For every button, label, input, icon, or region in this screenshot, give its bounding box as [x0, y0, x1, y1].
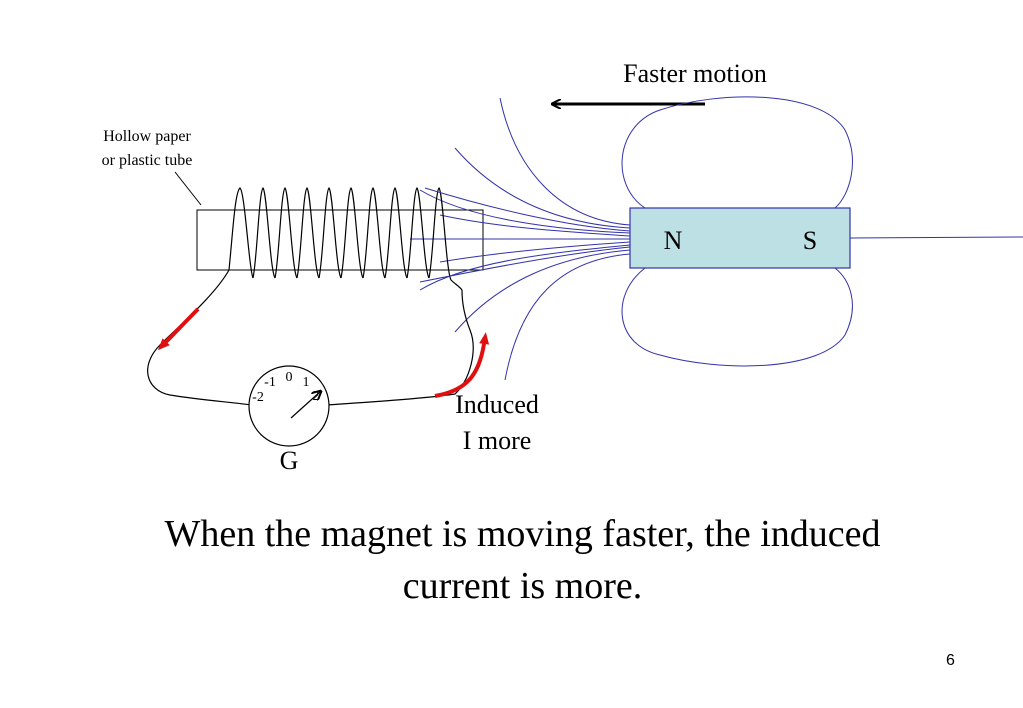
- magnet-south-label: S: [803, 226, 817, 255]
- circuit-wire: [147, 269, 474, 406]
- motion-label: Faster motion: [623, 59, 767, 88]
- field-lines-magnet: [621, 96, 1023, 367]
- bar-magnet: [629, 207, 851, 269]
- field-lines-front: [419, 187, 631, 283]
- galvanometer-dial: [248, 365, 330, 447]
- tube-label-line2: or plastic tube: [102, 152, 193, 169]
- scale-mark-neg1: -1: [264, 375, 276, 390]
- tube-pointer-line: [174, 171, 202, 206]
- current-arrow-left: [157, 307, 200, 351]
- magnet-north-label: N: [664, 226, 683, 255]
- galvanometer-needle: [290, 391, 321, 419]
- scale-mark-0: 0: [286, 370, 293, 385]
- field-lines-left: [410, 97, 631, 381]
- slide-caption: When the magnet is moving faster, the in…: [60, 508, 985, 612]
- scale-mark-1: 1: [303, 375, 310, 390]
- induced-label-line1: Induced: [455, 390, 539, 419]
- galvanometer: -2 -1 0 1 2 G: [248, 365, 330, 475]
- scale-mark-neg2: -2: [252, 390, 264, 405]
- tube-label-line1: Hollow paper: [103, 128, 191, 145]
- caption-line1: When the magnet is moving faster, the in…: [164, 513, 881, 555]
- induced-label-line2: I more: [463, 426, 532, 455]
- current-arrow-right: [434, 332, 490, 398]
- galvanometer-label: G: [280, 446, 299, 475]
- caption-line2: current is more.: [402, 565, 643, 607]
- tube: [196, 209, 484, 271]
- scale-mark-2: 2: [313, 389, 320, 404]
- coil: [228, 187, 463, 291]
- page-number: 6: [946, 652, 955, 669]
